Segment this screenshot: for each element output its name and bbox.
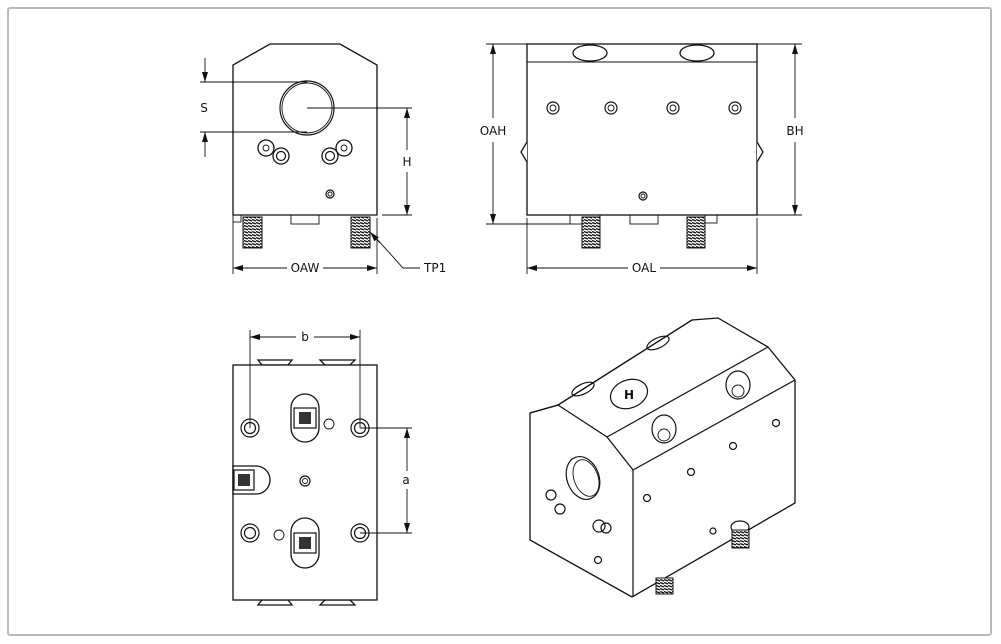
label-h: H: [402, 155, 411, 169]
iso-outline: [529, 317, 796, 598]
iso-pocket-2: [725, 370, 751, 400]
label-oah: OAH: [480, 124, 506, 138]
label-oal: OAL: [632, 261, 656, 275]
side-mount-holes: [546, 101, 742, 201]
dimension-h: H: [307, 107, 412, 216]
iso-pocket-1: [651, 414, 677, 444]
front-coolant-holes: [257, 139, 353, 199]
label-a: a: [402, 473, 409, 487]
front-body-outline: [232, 43, 378, 216]
dimension-a: a: [360, 427, 412, 534]
label-tp1: TP1: [423, 261, 446, 275]
dimension-b: b: [249, 330, 361, 428]
front-thread-right: [350, 216, 371, 249]
iso-logo: H: [609, 378, 649, 410]
side-body-outline: [526, 43, 758, 216]
bottom-slots: [232, 393, 320, 569]
front-thread-left: [242, 216, 263, 249]
side-thread-left: [581, 216, 601, 249]
bottom-view: b a: [232, 330, 412, 606]
dimension-oal: OAL: [526, 218, 758, 275]
label-bh: BH: [786, 124, 803, 138]
label-oaw: OAW: [291, 261, 320, 275]
label-b: b: [301, 330, 309, 344]
dimension-oaw: OAW: [232, 218, 378, 275]
side-thread-right: [686, 216, 706, 249]
dimension-s: S: [200, 58, 307, 157]
side-view: OAH BH OAL: [480, 43, 804, 275]
drawing-frame: [7, 7, 992, 636]
isometric-view: H: [529, 317, 796, 598]
dimension-oah: OAH: [480, 43, 570, 225]
dimension-bh: BH: [757, 43, 804, 216]
front-view: S H OAW TP1: [200, 43, 446, 275]
iso-bore: [565, 456, 601, 500]
front-key-tab: [290, 214, 320, 225]
svg-text:H: H: [624, 388, 634, 402]
iso-thread-bottom: [655, 577, 674, 595]
label-s: S: [200, 101, 208, 115]
leader-tp1: TP1: [369, 231, 446, 275]
iso-thread-right: [731, 529, 750, 549]
